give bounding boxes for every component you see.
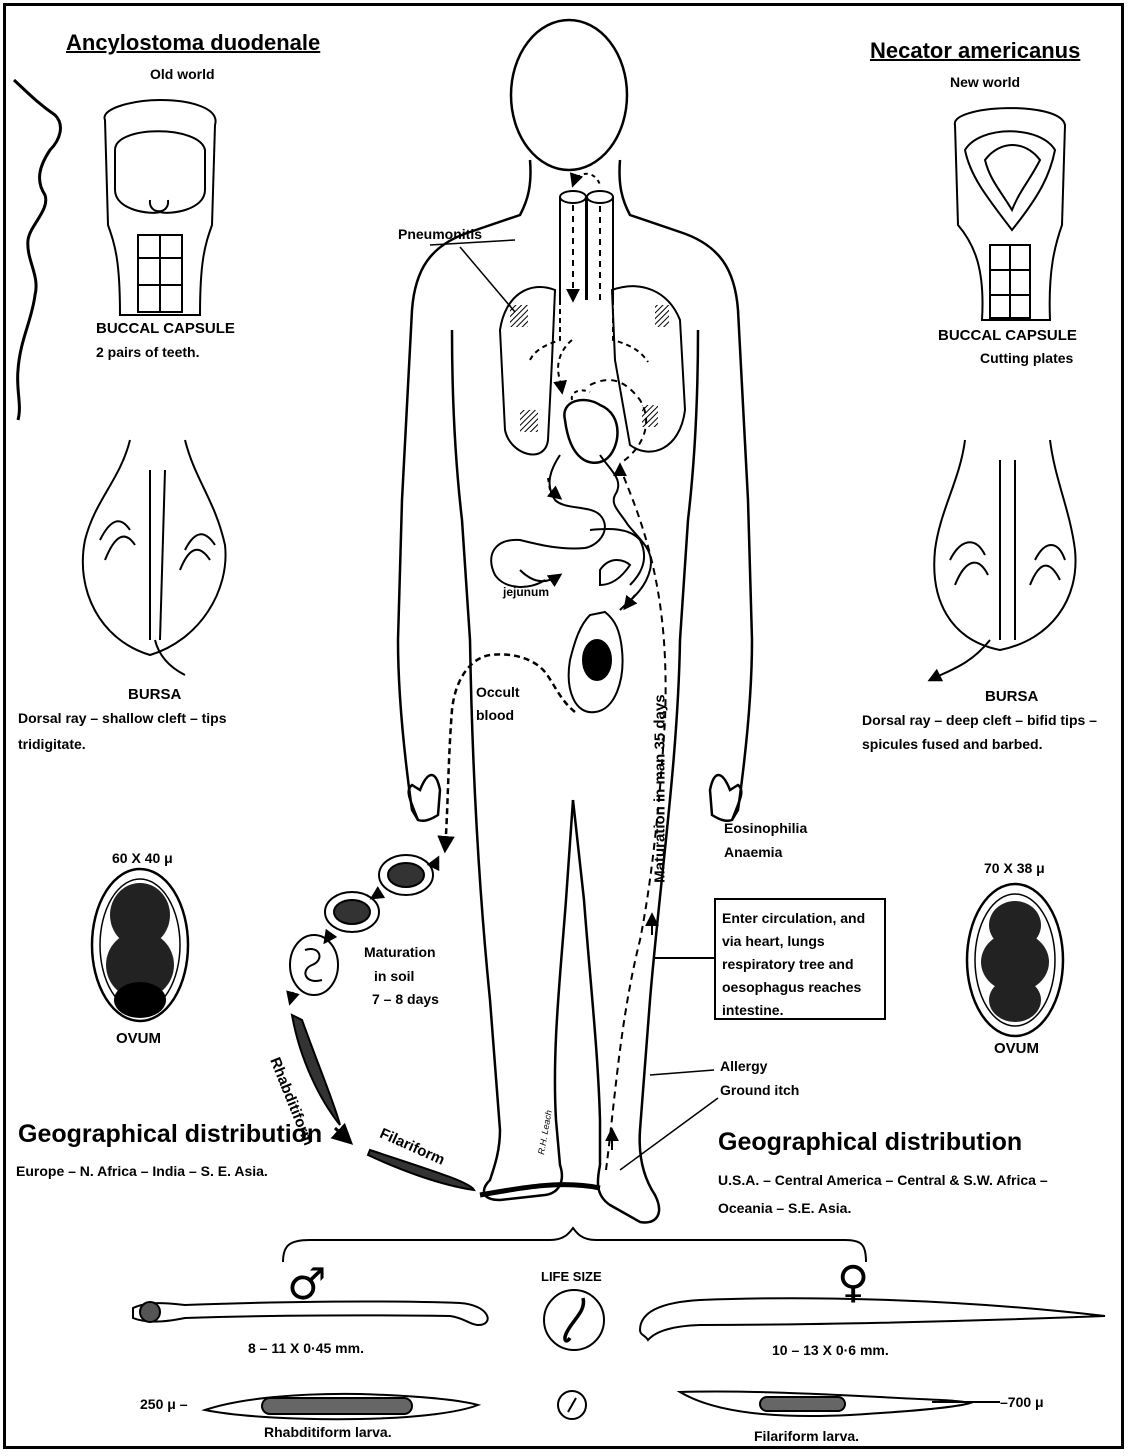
right-buccal-title: BUCCAL CAPSULE	[938, 327, 1077, 344]
left-ovum-drawing	[92, 869, 188, 1021]
coastline-fragment	[14, 80, 60, 420]
occult-label-2: blood	[476, 707, 514, 723]
soil-label-3: 7 – 8 days	[372, 991, 439, 1007]
right-ovum-size: 70 X 38 μ	[984, 860, 1045, 876]
soil-larvae	[292, 1015, 600, 1195]
left-buccal-desc: 2 pairs of teeth.	[96, 344, 199, 360]
right-geo-desc-2: Oceania – S.E. Asia.	[718, 1200, 851, 1216]
life-size-label: LIFE SIZE	[541, 1270, 602, 1285]
rhabditiform-larva-drawing	[205, 1394, 478, 1419]
left-bursa-desc-1: Dorsal ray – shallow cleft – tips	[18, 710, 227, 726]
maturation-in-man-label: Maturation in man 35 days	[652, 694, 669, 882]
left-bursa-desc-2: tridigitate.	[18, 736, 86, 752]
trachea-tubes	[560, 174, 613, 300]
life-size-brace	[283, 1228, 866, 1262]
circulation-line-4: oesophagus reaches	[722, 976, 878, 999]
right-geo-desc-1: U.S.A. – Central America – Central & S.W…	[718, 1172, 1048, 1188]
left-bursa-title: BURSA	[128, 686, 181, 703]
circulation-note-box: Enter circulation, and via heart, lungs …	[714, 898, 886, 1020]
left-bursa-drawing	[83, 440, 226, 675]
female-size-label: 10 – 13 X 0·6 mm.	[772, 1342, 889, 1358]
left-region: Old world	[150, 66, 215, 82]
life-size-circle	[544, 1290, 604, 1350]
right-bursa-desc-1: Dorsal ray – deep cleft – bifid tips –	[862, 712, 1097, 728]
eosinophilia-label: Eosinophilia	[724, 820, 807, 836]
artist-signature: R.H. Leach	[536, 1109, 554, 1155]
occult-label-1: Occult	[476, 684, 520, 700]
right-bursa-desc-2: spicules fused and barbed.	[862, 736, 1043, 752]
left-geo-desc: Europe – N. Africa – India – S. E. Asia.	[16, 1163, 268, 1179]
human-figure	[398, 20, 752, 1223]
male-symbol: ♂	[287, 1260, 326, 1311]
right-ovum-label: OVUM	[994, 1040, 1039, 1057]
left-ovum-size: 60 X 40 μ	[112, 850, 173, 866]
adult-female-worm	[640, 1298, 1105, 1340]
heart	[564, 400, 617, 463]
jejunum-label: jejunum	[503, 586, 549, 600]
anaemia-label: Anaemia	[724, 844, 782, 860]
circulation-line-3: respiratory tree and	[722, 953, 878, 976]
left-geo-title: Geographical distribution	[18, 1120, 322, 1149]
pneumonitis-label: Pneumonitis	[398, 226, 482, 242]
circulation-line-2: via heart, lungs	[722, 930, 878, 953]
filariform-larva-drawing	[680, 1391, 1000, 1416]
rhabditiform-larva-label: Rhabditiform larva.	[264, 1424, 392, 1440]
right-geo-title: Geographical distribution	[718, 1128, 1022, 1157]
left-buccal-title: BUCCAL CAPSULE	[96, 320, 235, 337]
allergy-label: Allergy	[720, 1058, 767, 1074]
rhabditiform-size: 250 μ –	[140, 1396, 188, 1412]
right-region: New world	[950, 74, 1020, 90]
lungs	[500, 286, 685, 454]
left-buccal-capsule-drawing	[105, 100, 216, 315]
right-ovum-drawing	[967, 884, 1063, 1036]
filariform-size: –700 μ	[1000, 1394, 1044, 1410]
digestive-tract	[491, 455, 651, 712]
right-bursa-drawing	[930, 440, 1076, 680]
right-species-title: Necator americanus	[870, 38, 1080, 63]
right-bursa-title: BURSA	[985, 688, 1038, 705]
circulation-line-5: intestine.	[722, 999, 878, 1022]
soil-label-2: in soil	[374, 968, 414, 984]
left-ovum-label: OVUM	[116, 1030, 161, 1047]
female-symbol: ♀	[837, 1258, 869, 1309]
soil-eggs	[290, 855, 438, 1003]
circulation-line-1: Enter circulation, and	[722, 907, 878, 930]
left-species-title: Ancylostoma duodenale	[66, 30, 320, 55]
male-size-label: 8 – 11 X 0·45 mm.	[248, 1340, 364, 1356]
right-buccal-desc: Cutting plates	[980, 350, 1073, 366]
ground-itch-label: Ground itch	[720, 1082, 799, 1098]
right-buccal-capsule-drawing	[955, 108, 1065, 320]
filariform-larva-label: Filariform larva.	[754, 1428, 859, 1444]
soil-label-1: Maturation	[364, 944, 436, 960]
